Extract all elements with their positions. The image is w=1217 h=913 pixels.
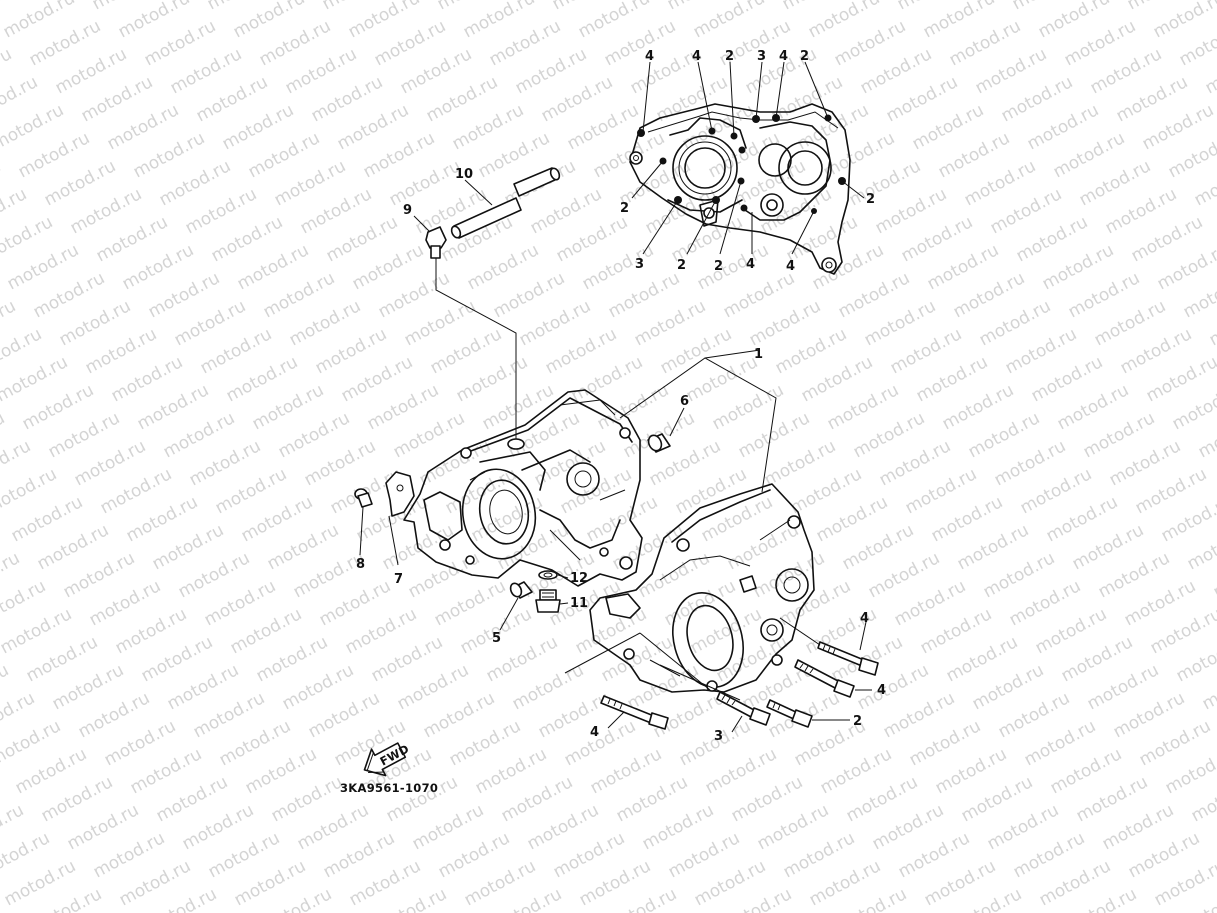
callout-label: 8 xyxy=(356,557,365,572)
callout-label: 11 xyxy=(570,596,588,611)
callout-label: 2 xyxy=(725,49,734,64)
crankcase-right-half xyxy=(589,483,815,693)
callout-label: 2 xyxy=(714,259,723,274)
callout-label: 2 xyxy=(853,714,862,729)
crankcase-inner-view xyxy=(629,61,865,275)
callout-label: 6 xyxy=(680,394,689,409)
assembly-lines xyxy=(564,632,741,701)
callout-label: 2 xyxy=(866,192,875,207)
fitting-part-9 xyxy=(413,215,517,440)
washer-part-12 xyxy=(538,570,569,580)
callout-label: 2 xyxy=(677,258,686,273)
callout-label: 3 xyxy=(714,729,723,744)
pipe-part-10 xyxy=(450,167,561,239)
dowel-part-5 xyxy=(499,581,533,631)
callout-label: 3 xyxy=(757,49,766,64)
callout-label: 4 xyxy=(877,683,886,698)
callout-label: 5 xyxy=(492,631,501,646)
callout-label: 4 xyxy=(692,49,701,64)
callout-label: 4 xyxy=(746,257,755,272)
bolt-part-4-c xyxy=(600,695,669,730)
callout-label: 2 xyxy=(620,201,629,216)
bolt-part-4-a xyxy=(779,617,879,676)
callout-label: 4 xyxy=(590,725,599,740)
bolt-part-4-b xyxy=(794,659,872,698)
bolt-part-3 xyxy=(716,691,771,733)
bolt-part-2 xyxy=(766,699,850,728)
bolt-part-8 xyxy=(354,488,373,556)
bracket-part-7 xyxy=(385,471,415,566)
callout-labels: 4 4 2 3 4 2 2 2 3 2 2 4 4 10 9 1 6 8 7 1… xyxy=(356,49,886,744)
callout-label: 2 xyxy=(800,49,809,64)
callout-label: 1 xyxy=(754,347,763,362)
crankcase-left-half xyxy=(403,389,643,587)
callout-label: 4 xyxy=(860,611,869,626)
callout-label: 7 xyxy=(394,572,403,587)
callout-label: 9 xyxy=(403,203,412,218)
callout-1-leader xyxy=(619,349,777,493)
callout-label: 4 xyxy=(645,49,654,64)
diagram-code: 3KA9561-1070 xyxy=(340,781,438,795)
callout-label: 3 xyxy=(635,257,644,272)
drain-plug-part-11 xyxy=(535,589,569,613)
callout-label: 4 xyxy=(779,49,788,64)
callout-label: 10 xyxy=(455,167,473,182)
dowel-part-6 xyxy=(647,407,685,453)
callout-label: 12 xyxy=(570,571,588,586)
callout-label: 4 xyxy=(786,259,795,274)
